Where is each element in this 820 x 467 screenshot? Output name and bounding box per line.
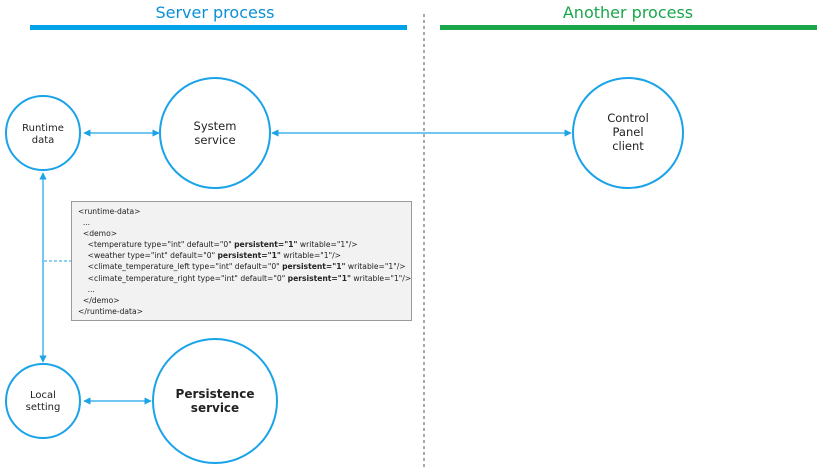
persistence-service-node bbox=[152, 338, 278, 464]
runtime-data-label-1: Runtime bbox=[22, 123, 64, 134]
another-process-title: Another process bbox=[563, 3, 693, 22]
another-process-bar bbox=[440, 25, 817, 30]
server-process-title: Server process bbox=[155, 3, 274, 22]
system-service-node bbox=[159, 77, 271, 189]
local-setting-label-2: setting bbox=[26, 402, 61, 413]
control-panel-label-1: Control bbox=[607, 111, 649, 125]
code-line: <climate_temperature_left type="int" def… bbox=[78, 262, 406, 272]
system-service-label-1: System bbox=[194, 119, 237, 133]
code-line: <temperature type="int" default="0" pers… bbox=[78, 240, 358, 250]
runtime-data-label-2: data bbox=[32, 135, 55, 146]
control-panel-label-3: client bbox=[612, 139, 644, 153]
persistence-service-label-2: service bbox=[191, 401, 239, 415]
code-line: <demo> bbox=[78, 229, 118, 239]
local-setting-label-1: Local bbox=[30, 390, 56, 401]
code-line: ... bbox=[78, 284, 95, 294]
runtime-data-xml-callout: <runtime-data> ... <demo> <temperature t… bbox=[71, 201, 412, 321]
runtime-data-node bbox=[5, 95, 81, 171]
control-panel-label-2: Panel bbox=[612, 125, 643, 139]
local-setting-node bbox=[5, 363, 81, 439]
server-process-bar bbox=[30, 25, 407, 30]
code-line: <weather type="int" default="0" persiste… bbox=[78, 251, 342, 261]
code-line: </demo> bbox=[78, 295, 120, 305]
code-line: </runtime-data> bbox=[78, 306, 144, 316]
code-line: <runtime-data> bbox=[78, 207, 141, 216]
code-line: <climate_temperature_right type="int" de… bbox=[78, 273, 412, 283]
persistence-service-label-1: Persistence bbox=[176, 387, 255, 401]
system-service-label-2: service bbox=[194, 133, 235, 147]
code-line: ... bbox=[78, 218, 91, 228]
control-panel-client-node bbox=[572, 77, 684, 189]
